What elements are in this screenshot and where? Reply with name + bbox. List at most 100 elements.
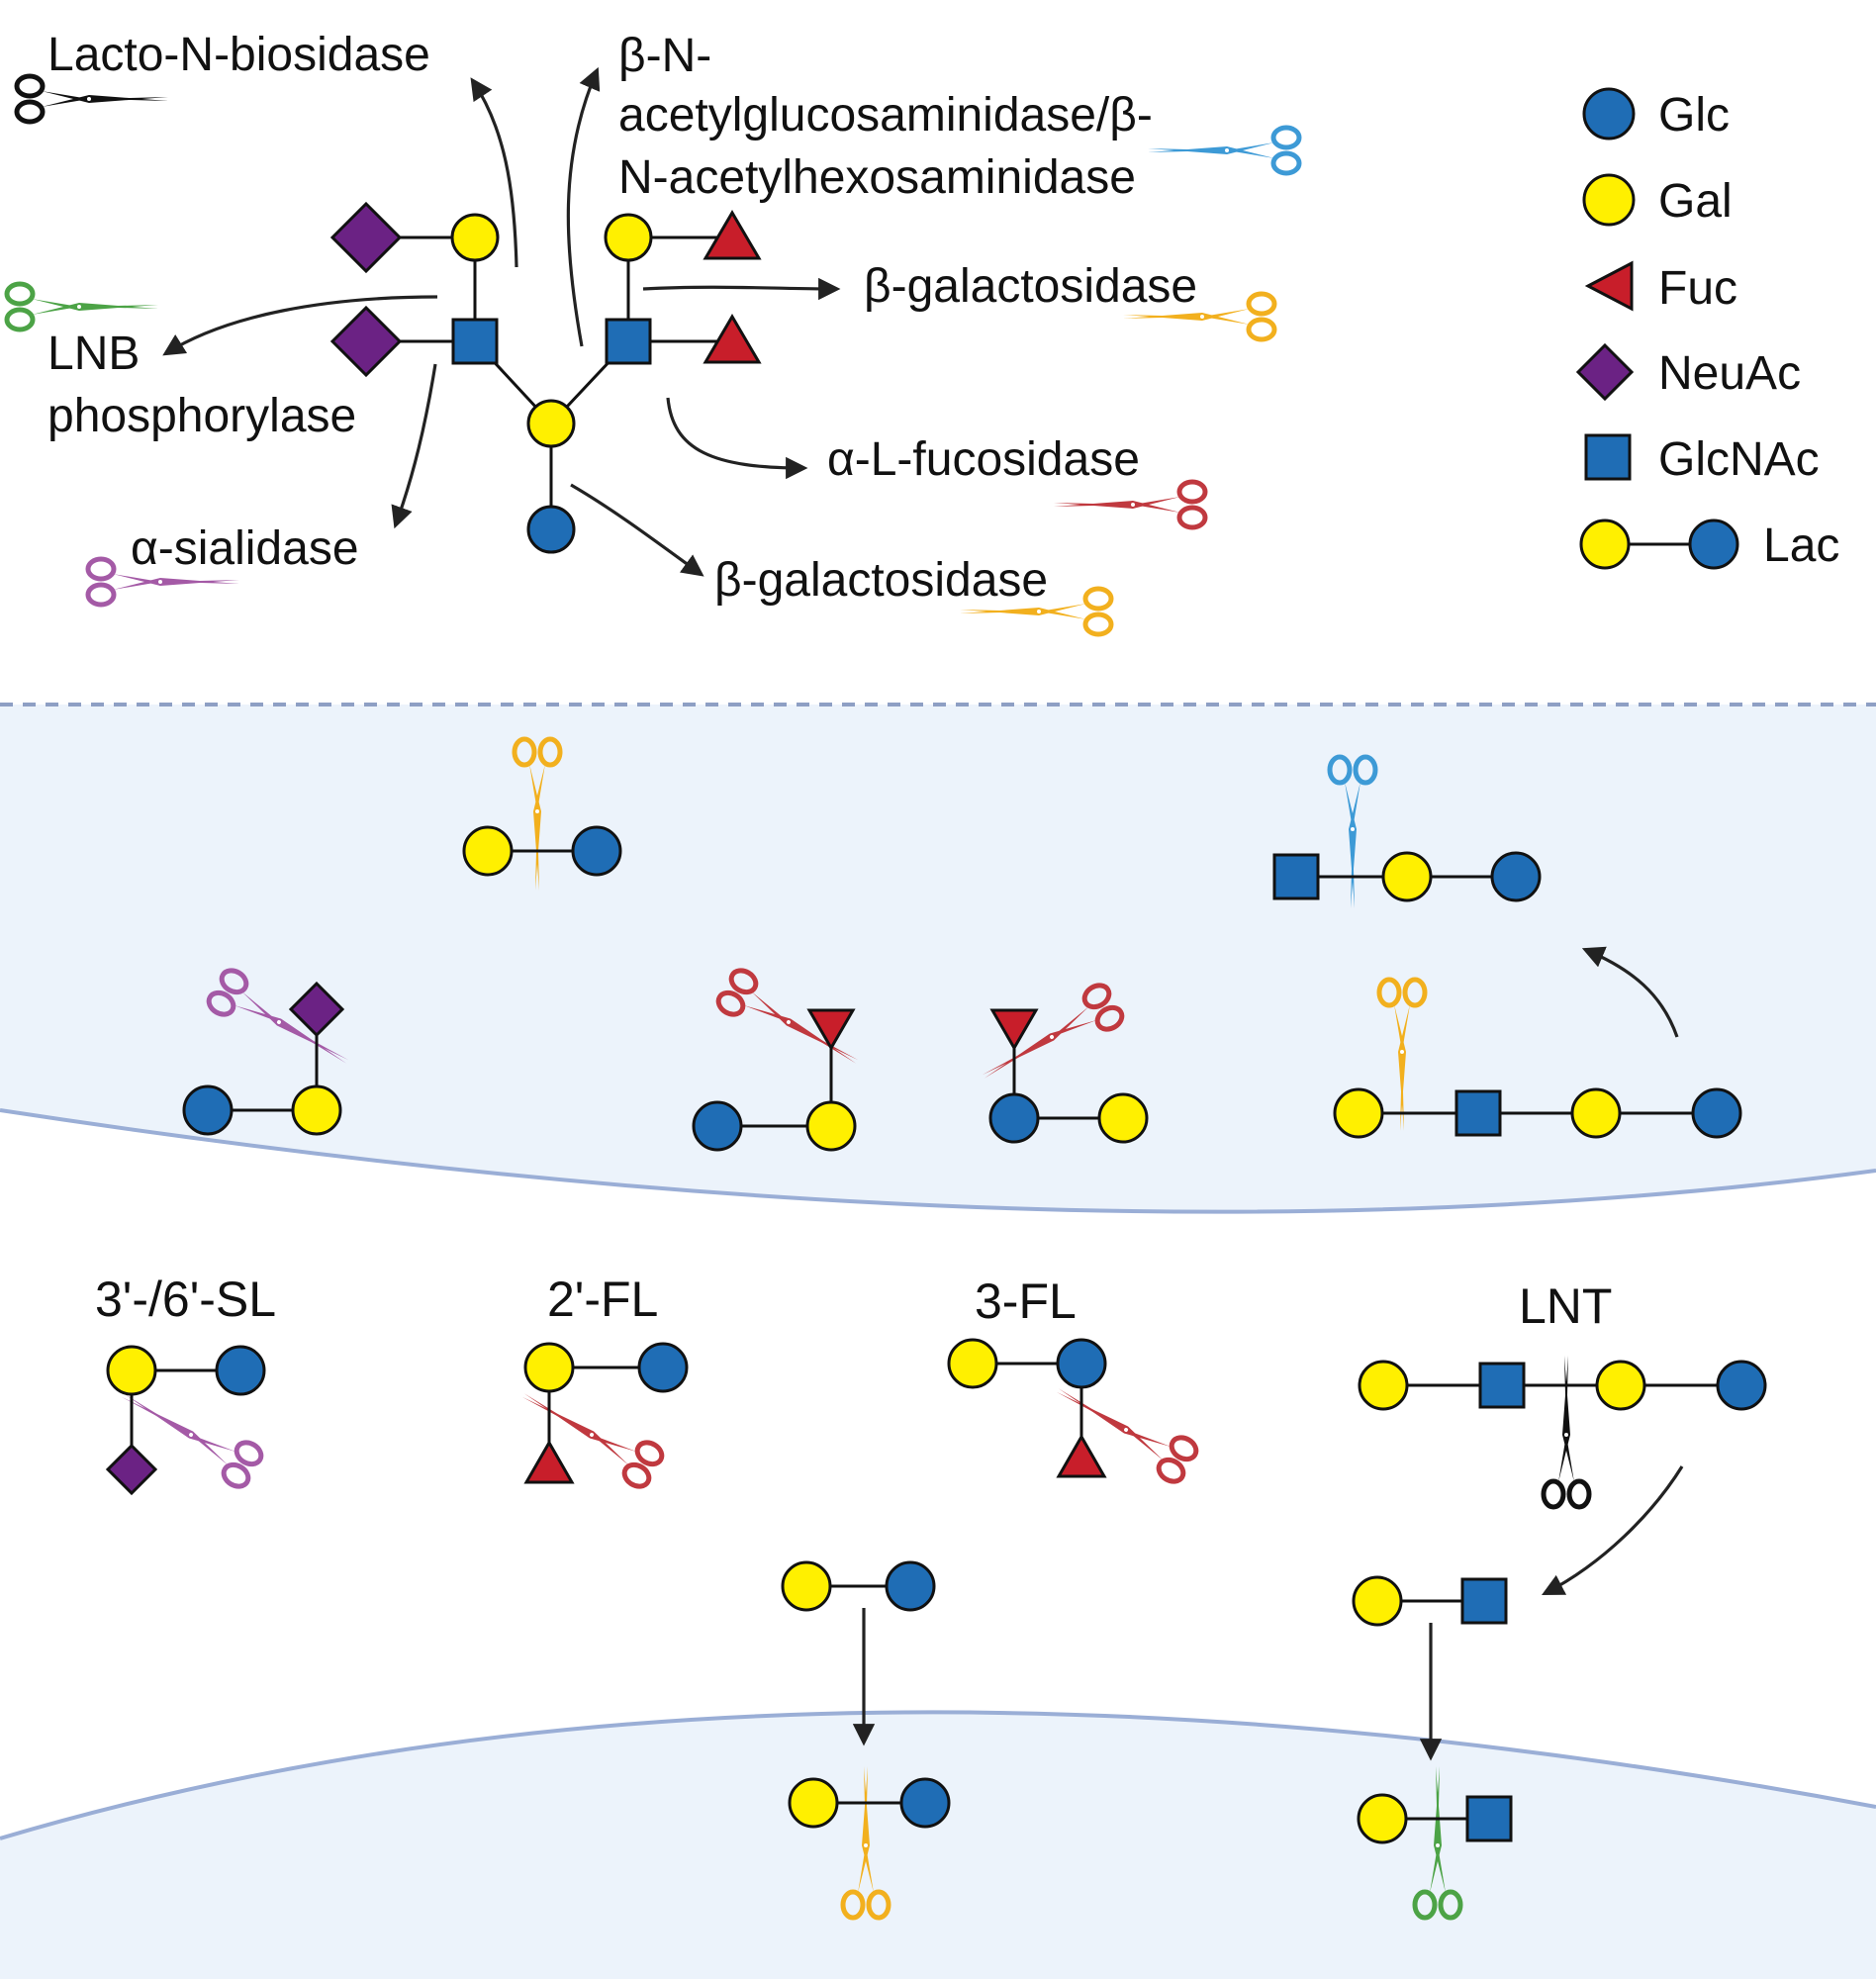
central-hmo-residues — [329, 201, 762, 554]
neuac-diamond — [288, 981, 345, 1038]
glc-circle — [1691, 1087, 1742, 1139]
cell-region-lower — [0, 1712, 1876, 1979]
scissors-layer — [4, 73, 1592, 1921]
glc-circle — [637, 1342, 689, 1393]
gal-circle — [1595, 1360, 1646, 1411]
glc-circle — [215, 1345, 266, 1396]
scissors-icon — [715, 968, 859, 1064]
scissors-icon — [206, 968, 349, 1064]
glc-circle — [526, 505, 576, 554]
gal-circle — [1097, 1092, 1149, 1144]
gal-circle — [788, 1777, 839, 1829]
fuc-triangle — [703, 314, 762, 364]
label-sl: 3'-/6'-SL — [95, 1272, 276, 1327]
scissors-icon — [1376, 977, 1428, 1131]
transport-arrows — [852, 1465, 1684, 1761]
label-3fl: 3-FL — [975, 1273, 1077, 1329]
legend — [1575, 87, 1739, 570]
neuac-diamond — [329, 305, 403, 378]
gal-circle — [450, 213, 500, 262]
glc-circle — [1716, 1360, 1767, 1411]
fuc-triangle — [1056, 1433, 1107, 1478]
glc-circle — [1056, 1338, 1107, 1389]
scissors-icon — [85, 556, 239, 608]
label-lnt: LNT — [1519, 1278, 1612, 1334]
glcnac-square — [1460, 1577, 1508, 1625]
legend-gal-label: Gal — [1658, 175, 1733, 228]
scissors-icon — [1541, 1356, 1592, 1510]
label-alpha-l-fucosidase: α-L-fucosidase — [827, 433, 1140, 486]
label-lnb-line1: LNB — [47, 328, 140, 380]
glc-circle — [692, 1100, 743, 1152]
gal-circle — [1357, 1793, 1408, 1844]
intracellular-glycans — [182, 825, 1742, 1152]
glcnac-square — [1454, 1089, 1502, 1137]
glcnac-square — [451, 318, 499, 365]
glc-circle — [571, 825, 622, 877]
cell-region-upper — [0, 705, 1876, 1212]
label-beta-galactosidase-1: β-galactosidase — [864, 260, 1197, 313]
membrane-upper — [0, 1108, 1876, 1214]
label-beta-galactosidase-2: β-galactosidase — [714, 554, 1048, 607]
gal-circle — [523, 1342, 575, 1393]
scissors-icon — [521, 1393, 665, 1489]
legend-gal-icon — [1582, 173, 1636, 227]
gal-circle — [462, 825, 514, 877]
label-2fl: 2'-FL — [547, 1272, 658, 1327]
glc-circle — [899, 1777, 951, 1829]
gal-circle — [291, 1084, 342, 1136]
legend-lac-glc-icon — [1688, 518, 1739, 570]
scissors-icon — [1327, 754, 1378, 908]
scissors-icon — [960, 586, 1114, 637]
arrow-lnt-to-lnb — [1542, 1465, 1684, 1596]
extracellular-glycans — [105, 1338, 1767, 1844]
central-hmo-structure — [366, 236, 732, 529]
legend-lac-label: Lac — [1763, 519, 1839, 572]
arrow-sialidase — [391, 363, 437, 529]
glc-circle — [885, 1560, 936, 1612]
glcnac-square — [1272, 853, 1320, 900]
legend-glc-icon — [1582, 87, 1636, 141]
scissors-icon — [4, 281, 158, 332]
legend-glc-label: Glc — [1658, 89, 1730, 141]
scissors-icon — [1412, 1766, 1463, 1921]
fuc-triangle — [703, 210, 762, 260]
arrow-hexosaminidase — [566, 66, 601, 347]
arrow-galactosidase-2 — [570, 483, 704, 577]
label-alpha-sialidase: α-sialidase — [131, 522, 359, 575]
scissors-icon — [982, 983, 1125, 1079]
enzyme-arrows — [162, 66, 841, 577]
scissors-icon — [512, 736, 563, 891]
legend-neuac-icon — [1575, 342, 1635, 402]
gal-circle — [1570, 1087, 1622, 1139]
glcnac-square — [1465, 1795, 1513, 1842]
scissors-icon — [1056, 1388, 1199, 1484]
arrow-galactosidase-1 — [642, 277, 841, 301]
gal-circle — [1358, 1360, 1409, 1411]
legend-lac-gal-icon — [1579, 518, 1631, 570]
label-hexosaminidase-line3: N-acetylhexosaminidase — [618, 151, 1136, 204]
neuac-diamond — [329, 201, 403, 274]
gal-circle — [604, 213, 653, 262]
label-lnb-line2: phosphorylase — [47, 390, 356, 442]
fuc-triangle — [806, 1008, 856, 1051]
arrow-fucosidase — [666, 397, 808, 480]
gal-circle — [1352, 1575, 1403, 1627]
gal-circle — [1381, 851, 1433, 902]
legend-glcnac-label: GlcNAc — [1658, 433, 1820, 486]
label-hexosaminidase-line1: β-N- — [618, 30, 711, 82]
gal-circle — [526, 399, 576, 448]
scissors-icon — [1054, 479, 1208, 530]
gal-circle — [805, 1100, 857, 1152]
scissors-icon — [121, 1393, 264, 1489]
legend-neuac-label: NeuAc — [1658, 347, 1801, 400]
gal-circle — [781, 1560, 832, 1612]
legend-glcnac-icon — [1584, 433, 1632, 481]
gal-circle — [947, 1338, 998, 1389]
arrow-lnb-biosidase — [470, 77, 518, 268]
glc-circle — [182, 1084, 234, 1136]
label-lacto-n-biosidase: Lacto-N-biosidase — [47, 29, 430, 81]
glc-circle — [1490, 851, 1542, 902]
label-hexosaminidase-line2: acetylglucosaminidase/β- — [618, 89, 1153, 141]
